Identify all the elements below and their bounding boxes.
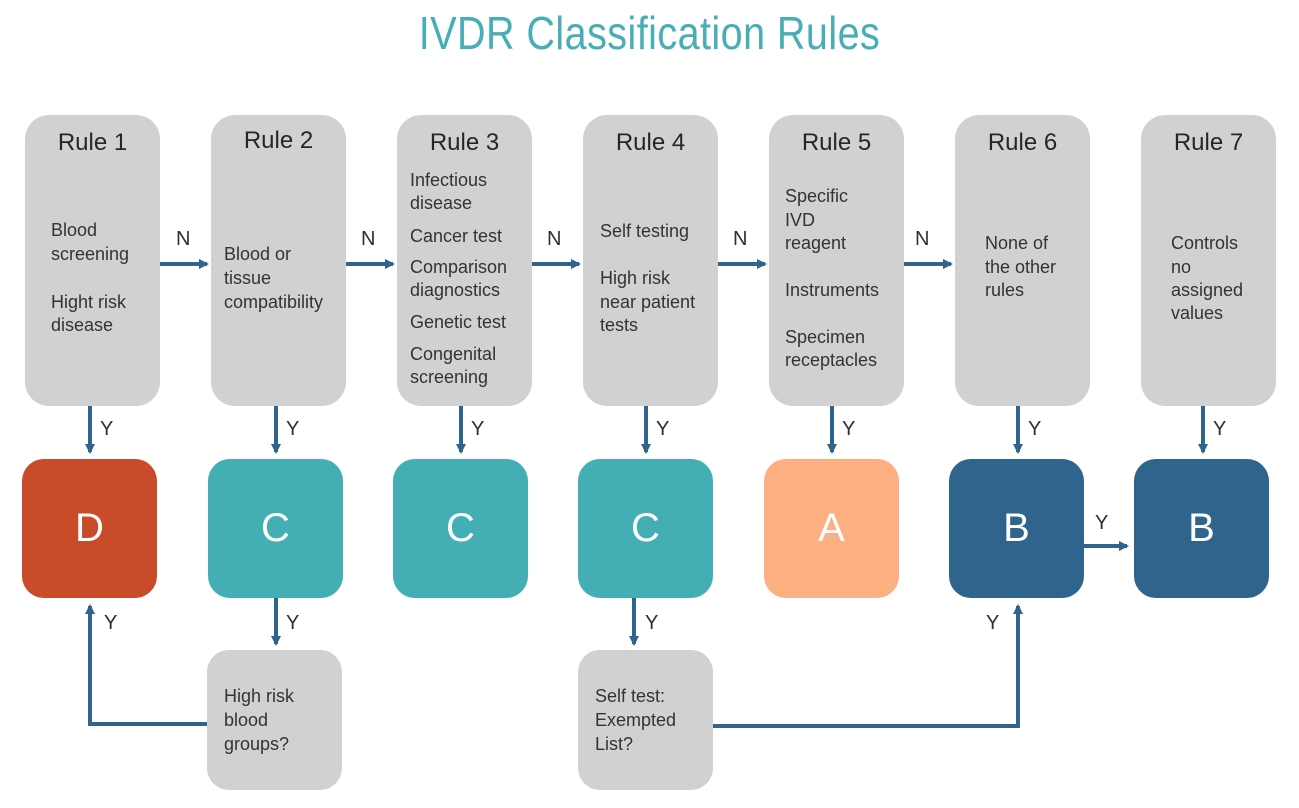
yes-label: Y	[1095, 512, 1109, 534]
class-box-b-rule6: B	[949, 459, 1084, 598]
rule-text: tissue	[224, 268, 272, 288]
rule-text: screening	[51, 244, 130, 264]
question-text: Self test:	[595, 686, 666, 706]
yes-label: Y	[286, 418, 300, 440]
class-box-c-rule2: C	[208, 459, 343, 598]
class-box-c-rule4: C	[578, 459, 713, 598]
class-box-c-rule3: C	[393, 459, 528, 598]
rule-text: Controls	[1171, 233, 1239, 253]
yes-label: Y	[986, 612, 1000, 634]
yes-label: Y	[1213, 418, 1227, 440]
rule-text: no	[1171, 257, 1192, 277]
rule-text: disease	[51, 315, 114, 335]
question-text: groups?	[224, 734, 290, 754]
yes-label: Y	[842, 418, 856, 440]
rule-text: Blood or	[224, 244, 292, 264]
rule-title: Rule 3	[429, 129, 500, 156]
question-text: Exempted	[595, 710, 677, 730]
yes-label: Y	[656, 418, 670, 440]
diagram-title: IVDR Classification Rules	[418, 7, 881, 59]
rule-text: Cancer test	[410, 226, 503, 246]
rule-title: Rule 1	[57, 129, 128, 156]
no-label: N	[361, 228, 376, 250]
rule-text: Congenital	[410, 344, 497, 364]
rule-text: Comparison	[410, 257, 508, 277]
rule-box-1: Rule 1 Blood screening Hight risk diseas…	[25, 115, 160, 406]
yes-label: Y	[471, 418, 485, 440]
yes-label: Y	[645, 612, 659, 634]
arrow-selftest-to-classB	[713, 604, 1023, 728]
rule-title: Rule 6	[987, 129, 1058, 156]
yes-label: Y	[104, 612, 118, 634]
yes-label: Y	[286, 612, 300, 634]
rule-box-2: Rule 2 Blood or tissue compatibility	[211, 115, 346, 406]
rule-text: compatibility	[224, 292, 324, 312]
rule-box-3: Rule 3 Infectious disease Cancer test Co…	[397, 115, 532, 406]
rule-text: rules	[985, 280, 1025, 300]
no-label: N	[547, 228, 562, 250]
rule-text: Genetic test	[410, 312, 507, 332]
rule-box-4: Rule 4 Self testing High risk near patie…	[583, 115, 718, 406]
rule-text: tests	[600, 315, 639, 335]
question-box-self-test: Self test: Exempted List?	[578, 650, 713, 790]
rule-text: screening	[410, 367, 489, 387]
yes-label: Y	[100, 418, 114, 440]
rule-box-6: Rule 6 None of the other rules	[955, 115, 1090, 406]
rule-text: Self testing	[600, 221, 690, 241]
rule-text: values	[1171, 303, 1224, 323]
question-box-blood-groups: High risk blood groups?	[207, 650, 342, 790]
rule-text: Specimen	[785, 327, 866, 347]
class-box-d: D	[22, 459, 157, 598]
rule-text: Instruments	[785, 280, 880, 300]
rule-text: disease	[410, 193, 473, 213]
no-label: N	[915, 228, 930, 250]
rule-text: reagent	[785, 233, 847, 253]
rule-box-5: Rule 5 Specific IVD reagent Instruments …	[769, 115, 904, 406]
rule-text: Blood	[51, 220, 98, 240]
rule-text: assigned	[1171, 280, 1244, 300]
rule-title: Rule 5	[801, 129, 872, 156]
rule-text: IVD	[785, 210, 816, 230]
no-label: N	[733, 228, 748, 250]
question-text: blood	[224, 710, 269, 730]
rule-text: diagnostics	[410, 280, 501, 300]
class-box-a: A	[764, 459, 899, 598]
question-text: High risk	[224, 686, 295, 706]
rule-title: Rule 4	[615, 129, 686, 156]
class-box-b-rule7: B	[1134, 459, 1269, 598]
arrow-bloodgroups-to-classD	[85, 604, 208, 726]
question-text: List?	[595, 734, 634, 754]
rule-text: Infectious	[410, 170, 488, 190]
yes-label: Y	[1028, 418, 1042, 440]
rule-text: near patient	[600, 292, 696, 312]
rule-text: High risk	[600, 268, 671, 288]
rule-text: Specific	[785, 186, 849, 206]
rule-title: Rule 7	[1173, 129, 1244, 156]
rule-box-7: Rule 7 Controls no assigned values	[1141, 115, 1276, 406]
rule-text: receptacles	[785, 350, 878, 370]
rule-text: None of	[985, 233, 1049, 253]
rule-text: the other	[985, 257, 1057, 277]
no-label: N	[176, 228, 191, 250]
rule-title: Rule 2	[243, 127, 314, 154]
rule-text: Hight risk	[51, 292, 127, 312]
